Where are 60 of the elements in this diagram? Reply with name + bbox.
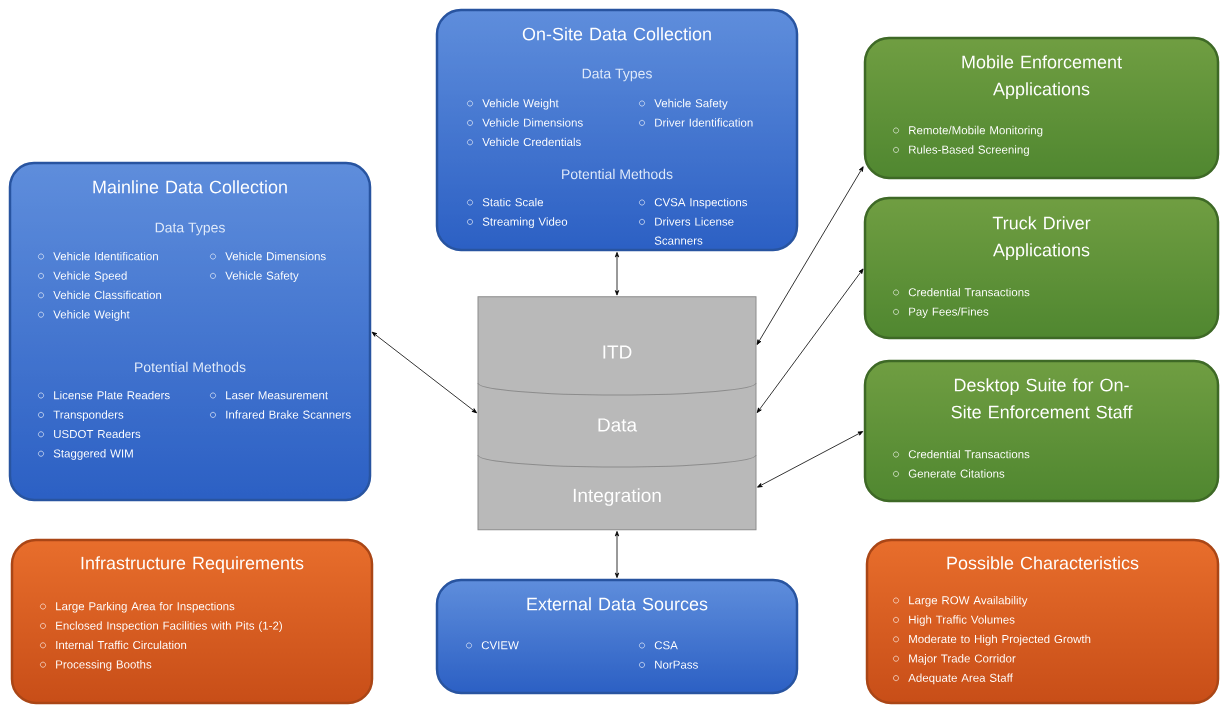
arrow <box>614 252 620 296</box>
bullet-item: Credential Transactions <box>893 287 1030 297</box>
bullet-item: License Plate Readers <box>38 390 170 400</box>
bullet-item: Credential Transactions <box>893 449 1030 459</box>
section-heading: Data Types <box>155 222 225 236</box>
panel-heading: On-Site Data Collection <box>522 27 711 41</box>
bullet-item: Vehicle Weight <box>467 98 559 110</box>
bullet-item: Drivers License Scanners <box>639 217 734 245</box>
section-heading: Potential Methods <box>135 361 246 373</box>
panel-heading: External Data Sources <box>527 597 708 611</box>
bullet-item: Vehicle Speed <box>38 271 127 282</box>
bullet-item: Transponders <box>38 410 124 421</box>
bullet-item: Generate Citations <box>893 469 1005 478</box>
bullet-item: Infrared Brake Scanners <box>210 410 351 419</box>
bullet-item: Vehicle Safety <box>210 271 299 282</box>
panel-heading: Desktop Suite for On-Site Enforcement Staff <box>951 378 1133 419</box>
arrow <box>756 268 864 413</box>
band-label: Data <box>598 418 638 432</box>
bullet-item: USDOT Readers <box>38 429 141 439</box>
bullet-item: Remote/Mobile Monitoring <box>893 125 1043 137</box>
bullet-item: Processing Booths <box>40 660 152 671</box>
bullet-item: CVSA Inspections <box>639 197 748 209</box>
bullet-item: Large Parking Area for Inspections <box>40 601 235 613</box>
bullet-item: Vehicle Dimensions <box>467 118 583 127</box>
bullet-item: NorPass <box>639 660 698 669</box>
bullet-item: Static Scale <box>467 197 544 207</box>
bullet-item: Rules-Based Screening <box>893 145 1029 156</box>
bullet-item: Internal Traffic Circulation <box>40 640 187 650</box>
bullet-item: Vehicle Dimensions <box>210 251 326 261</box>
arrow <box>371 331 477 414</box>
panel-heading: Truck Driver Applications <box>992 216 1091 260</box>
bullet-item: Vehicle Safety <box>639 98 728 110</box>
bullet-item: Adequate Area Staff <box>893 673 1013 685</box>
band-label: ITD <box>603 345 632 359</box>
arrow <box>757 431 864 488</box>
band-label: Integration <box>573 488 661 506</box>
panel-heading: Mainline Data Collection <box>93 180 287 194</box>
bullet-item: Vehicle Weight <box>38 310 130 321</box>
bullet-item: Enclosed Inspection Facilities with Pits (1-2) <box>40 621 282 632</box>
bullet-item: Pay Fees/Fines <box>893 307 989 318</box>
bullet-item: CSA <box>639 641 678 650</box>
bullet-item: Vehicle Credentials <box>467 137 581 147</box>
panel-heading: Possible Characteristics <box>947 556 1139 570</box>
bullet-item: Driver Identification <box>639 118 753 127</box>
bullet-item: Major Trade Corridor <box>893 654 1016 665</box>
bullet-item: Moderate to High Projected Growth <box>893 634 1091 646</box>
panel-heading: Infrastructure Requirements <box>81 556 304 573</box>
bullet-item: Vehicle Identification <box>38 251 158 261</box>
arrow <box>756 166 864 345</box>
bullet-item: High Traffic Volumes <box>893 615 1015 626</box>
arrow <box>614 531 620 578</box>
bullet-item: CVIEW <box>466 641 519 650</box>
bullet-item: Staggered WIM <box>38 449 133 460</box>
panel-heading: Mobile Enforcement Applications <box>962 55 1122 99</box>
bullet-item: Large ROW Availability <box>893 595 1028 607</box>
bullet-item: Streaming Video <box>467 217 568 228</box>
bullet-item: Laser Measurement <box>210 391 328 400</box>
section-heading: Potential Methods <box>562 168 673 180</box>
section-heading: Data Types <box>582 68 652 82</box>
bullet-item: Vehicle Classification <box>38 290 162 300</box>
